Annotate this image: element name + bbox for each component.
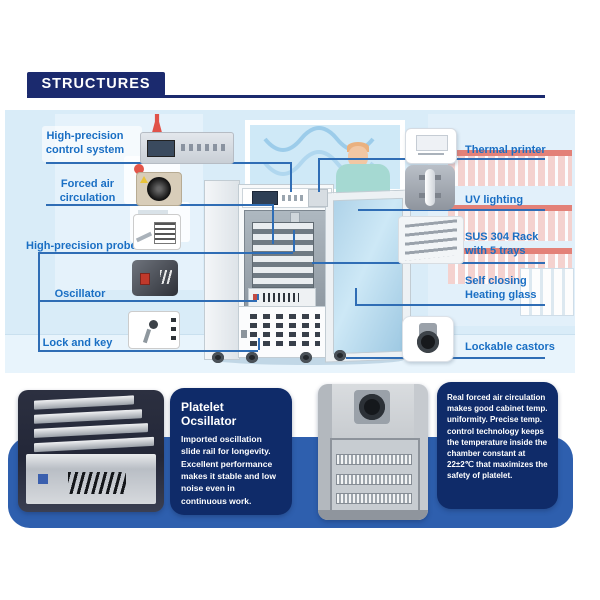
castor-wheel	[417, 331, 439, 353]
panel-body: Imported oscillation slide rail for long…	[181, 434, 276, 506]
machine-display	[252, 191, 278, 205]
oscillator-photo	[18, 390, 164, 512]
interior-tray	[336, 454, 412, 465]
connector-line	[38, 350, 258, 352]
keyhole	[149, 320, 158, 329]
photo-vents	[68, 472, 126, 494]
label-thermal-printer: Thermal printer	[465, 144, 546, 156]
caster-wheel	[300, 352, 312, 363]
oscillator-indicator	[253, 294, 258, 300]
oscillator-icon	[132, 260, 178, 296]
connector-line	[355, 288, 357, 304]
person-head	[348, 146, 368, 168]
control-panel-icon	[140, 132, 234, 164]
lock-and-key-icon	[128, 311, 180, 349]
warning-triangle-icon	[140, 176, 148, 183]
airflow-text-panel: Real forced air circulation makes good c…	[437, 382, 558, 509]
photo-tray	[34, 409, 142, 424]
panel-title: Platelet Ocsillator	[181, 400, 237, 428]
label-lockable-castors: Lockable castors	[465, 341, 555, 353]
castor-wheel-icon	[402, 316, 454, 362]
folder-shelf	[520, 268, 574, 316]
caster-wheel	[246, 352, 258, 363]
interior-wall	[318, 384, 332, 520]
machine-buttons	[282, 195, 306, 201]
label-forced-air: Forced air circulation	[59, 178, 116, 205]
panel-screen	[147, 140, 175, 157]
blood-bag-shelf-row	[448, 205, 572, 241]
fan-icon	[136, 172, 182, 206]
machine-tray-stack	[252, 222, 314, 288]
label-oscillator: Oscillator	[54, 288, 106, 300]
blood-bag-shelf-row	[448, 150, 572, 186]
caster-wheel	[212, 352, 224, 363]
label-control-system: High-precision control system	[45, 130, 125, 157]
oscillator-red-button	[140, 273, 150, 285]
interior-rack	[330, 438, 420, 514]
uv-tube	[425, 169, 435, 206]
machine-glass-door	[326, 190, 410, 362]
oscillator-text-panel: Platelet Ocsillator Imported oscillation…	[170, 388, 292, 515]
fan-blade	[147, 177, 171, 201]
rack-trays	[405, 219, 457, 261]
photo-tray	[34, 436, 154, 453]
connector-line	[355, 304, 545, 306]
oscillator-vents	[263, 293, 299, 302]
label-backing-card	[42, 126, 142, 162]
machine-lock	[241, 330, 247, 338]
photo-tray	[34, 395, 134, 410]
caster-wheel	[334, 350, 346, 361]
interior-tray	[336, 493, 412, 504]
panel-buttons	[181, 144, 225, 151]
probe-grid	[154, 222, 176, 244]
connector-line	[38, 252, 40, 350]
header-underline	[27, 95, 545, 98]
key	[142, 328, 152, 344]
interior-sill	[318, 510, 428, 520]
label-lock-and-key: Lock and key	[42, 337, 113, 349]
probe-arm	[135, 231, 153, 243]
probe-icon	[133, 214, 181, 250]
interior-fan	[359, 394, 385, 420]
connector-line	[290, 162, 292, 192]
label-sus-rack: SUS 304 Rack with 5 trays	[465, 231, 539, 258]
connector-line	[318, 158, 320, 192]
photo-base	[26, 454, 156, 504]
thermal-printer-icon	[405, 128, 457, 164]
printer-tray	[416, 135, 448, 151]
photo-label-tag	[38, 474, 48, 484]
machine-oscillator-unit	[248, 288, 316, 307]
connector-line	[258, 338, 260, 350]
lock-tabs	[171, 318, 176, 342]
printer-slot	[418, 153, 444, 155]
connector-line	[358, 209, 545, 211]
steel-rack-icon	[398, 216, 464, 264]
interior-tray	[336, 474, 412, 485]
oscillator-logo-mark	[160, 270, 172, 284]
machine-left-door	[204, 180, 240, 360]
section-title: STRUCTURES	[41, 76, 151, 92]
panel-body: Real forced air circulation makes good c…	[447, 393, 548, 481]
cabinet-interior-photo	[318, 384, 428, 520]
label-probe: High-precision probe	[26, 240, 137, 252]
photo-tray	[34, 423, 148, 438]
connector-line	[272, 204, 274, 244]
connector-line	[293, 230, 295, 252]
uv-lamp-icon	[405, 165, 455, 210]
connector-line	[257, 294, 259, 300]
machine-vent-grid	[250, 314, 320, 350]
connector-line	[38, 300, 257, 302]
section-header: STRUCTURES	[27, 72, 165, 96]
connector-line	[38, 252, 293, 254]
label-uv-lighting: UV lighting	[465, 194, 524, 206]
label-heating-glass: Self closing Heating glass	[465, 275, 537, 302]
